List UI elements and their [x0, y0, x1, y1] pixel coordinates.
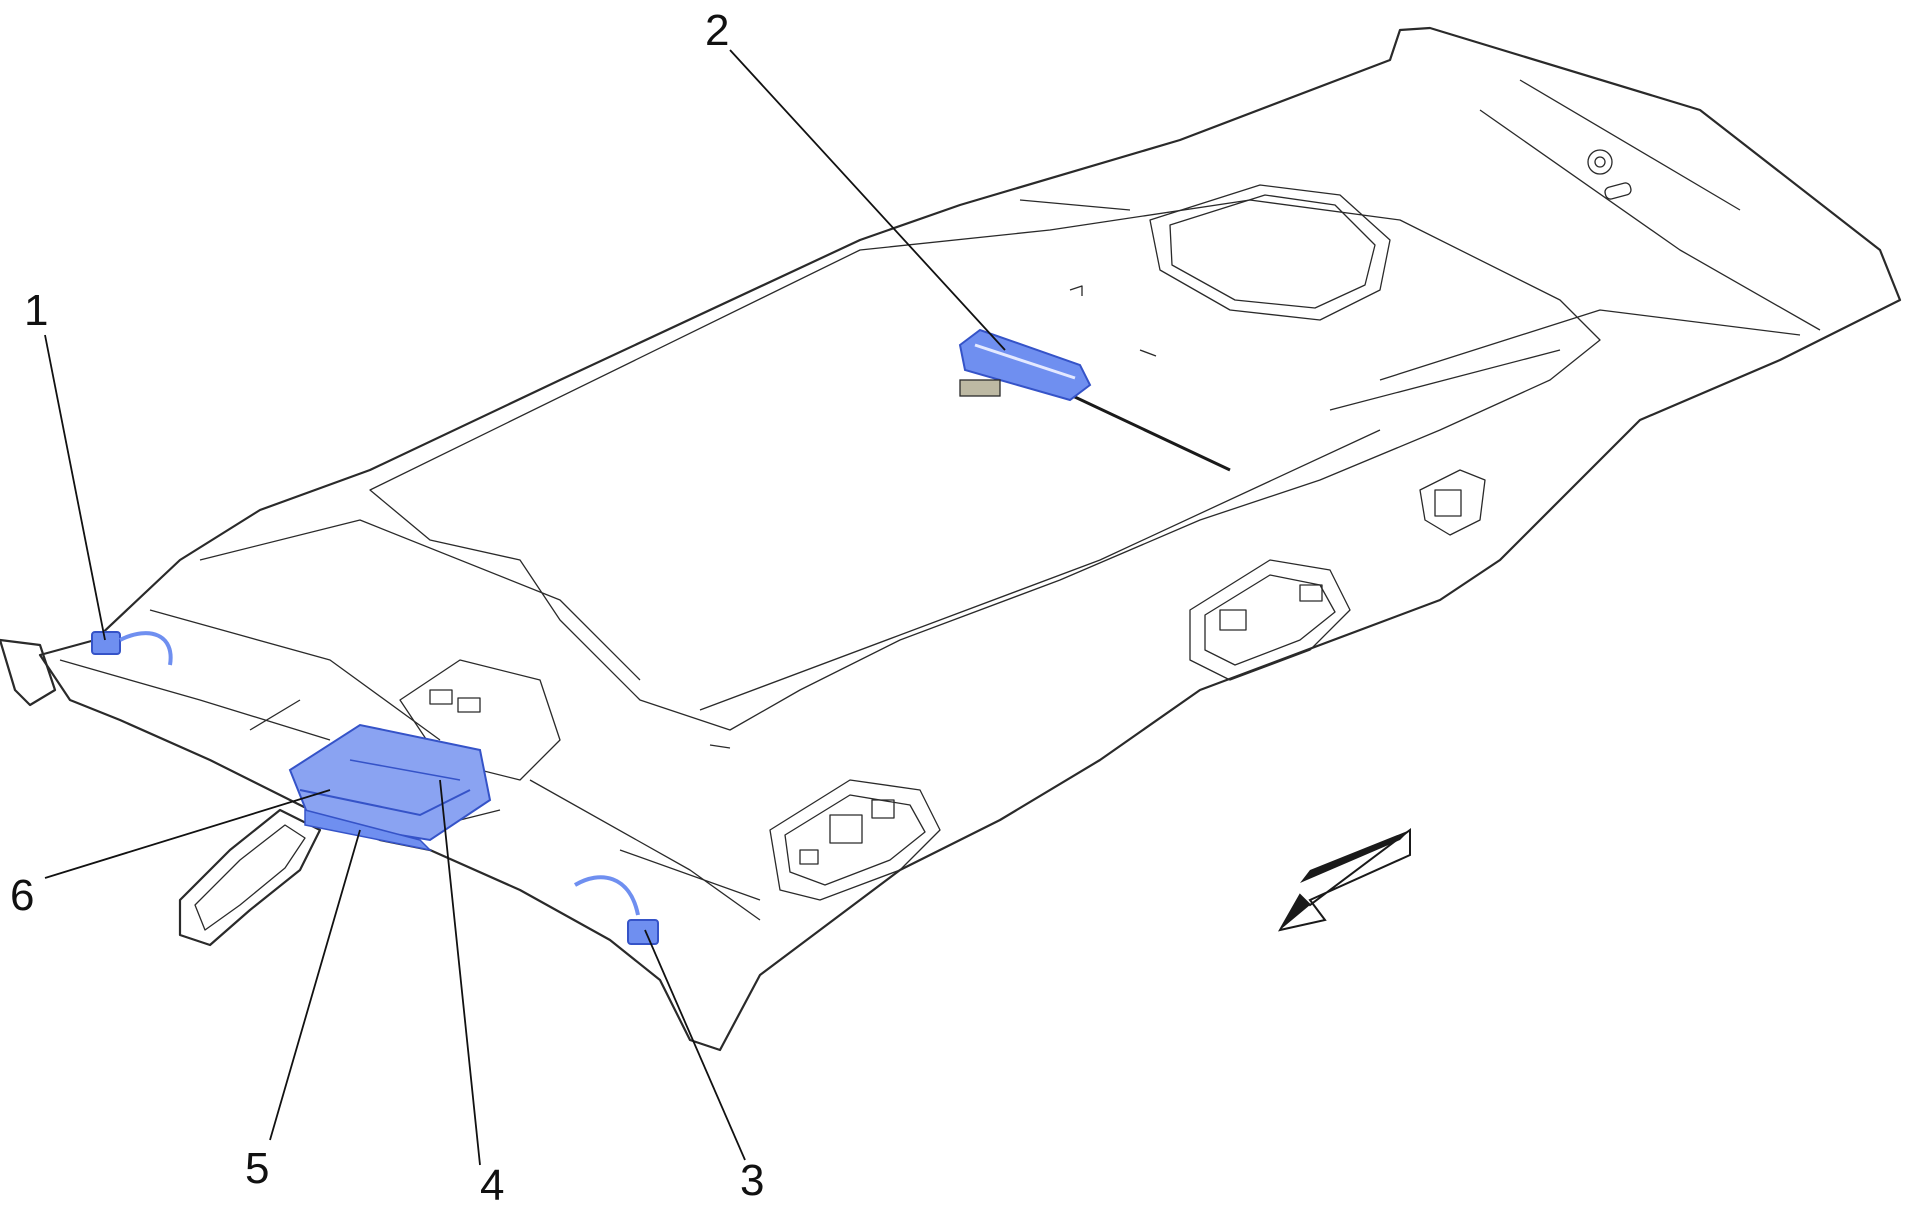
- callout-labels: 1 2 3 4 5 6: [10, 6, 764, 1210]
- highlighted-components: [91, 328, 1092, 945]
- front-console-area: [0, 609, 761, 947]
- callout-1: 1: [24, 286, 48, 335]
- leader-6: [44, 789, 331, 879]
- leader-2: [729, 49, 1006, 351]
- callout-2: 2: [705, 6, 729, 55]
- callout-3: 3: [740, 1156, 764, 1205]
- leader-1: [44, 334, 106, 641]
- leader-3: [644, 929, 746, 1161]
- callout-6: 6: [10, 871, 34, 920]
- component-2-dome-lamp: [958, 328, 1092, 402]
- component-4-5-6-console: [288, 723, 492, 852]
- headliner-panel: [38, 26, 1902, 1052]
- leader-lines: [44, 49, 1006, 1166]
- component-3-connector: [573, 875, 659, 945]
- assist-handle-recesses: [769, 469, 1486, 901]
- leader-5: [269, 829, 361, 1141]
- component-1-connector: [91, 631, 173, 666]
- callout-5: 5: [245, 1144, 269, 1193]
- callout-4: 4: [480, 1161, 504, 1210]
- leader-4: [439, 779, 481, 1166]
- front-arrow-icon: [1278, 828, 1411, 932]
